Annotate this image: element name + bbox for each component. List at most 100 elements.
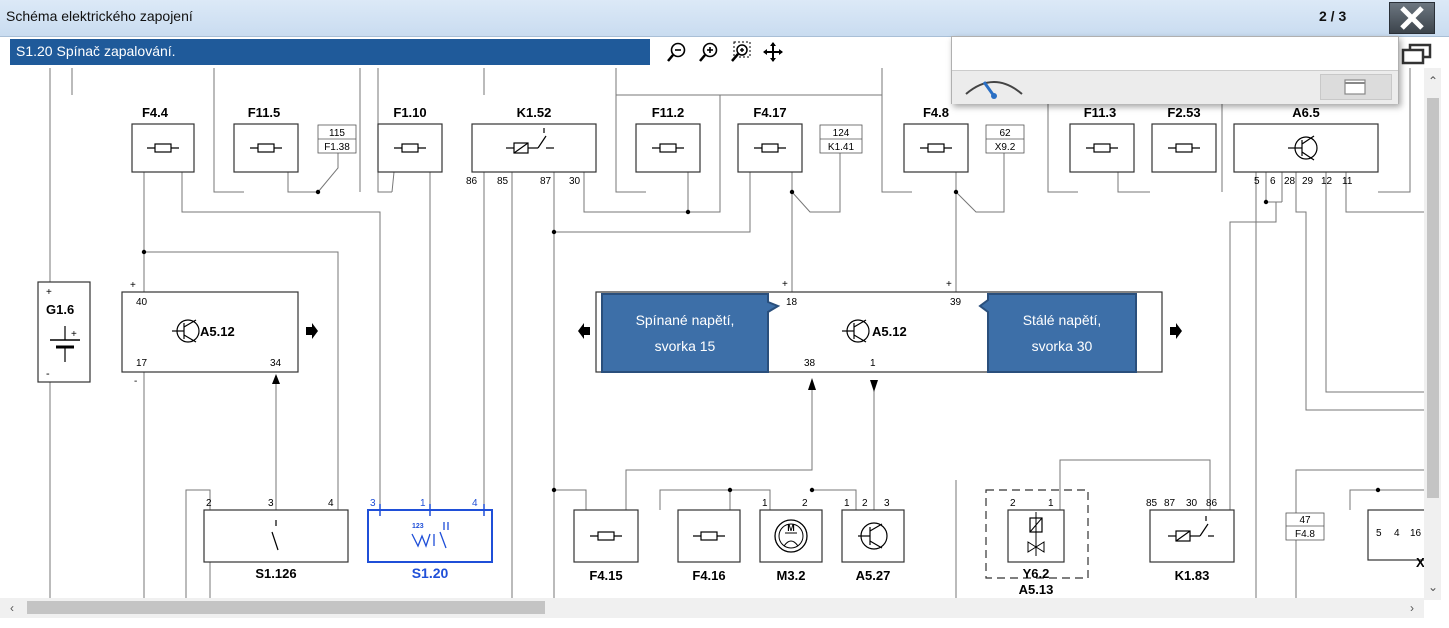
transistor-symbol-a65 xyxy=(1288,135,1318,161)
pin-a65-29: 29 xyxy=(1302,176,1314,187)
module-a512-left: A5.12 40 17 34 + - xyxy=(121,280,318,387)
pin-a512-plus: + xyxy=(130,280,136,291)
s120-position-numbers: 123 xyxy=(412,523,424,530)
pin-a512c-plus2: + xyxy=(946,279,952,290)
restore-window-icon xyxy=(1401,43,1432,65)
pin-a512c-1: 1 xyxy=(870,358,876,369)
ref-62: 62 xyxy=(999,128,1011,139)
pin-a65-28: 28 xyxy=(1284,176,1296,187)
fuse-symbols xyxy=(147,143,1200,153)
label-x: X xyxy=(1416,555,1425,570)
scroll-up-icon[interactable]: ⌃ xyxy=(1428,74,1439,88)
label-f48: F4.8 xyxy=(923,105,949,120)
vertical-scrollbar-thumb[interactable] xyxy=(1427,98,1439,498)
pin-a65-11: 11 xyxy=(1342,176,1353,187)
pin-a512-34: 34 xyxy=(270,358,282,369)
pin-x-5: 5 xyxy=(1376,528,1382,539)
ref-x92: X9.2 xyxy=(995,142,1016,153)
popup-window-button[interactable] xyxy=(1320,74,1392,100)
pin-a65-5: 5 xyxy=(1254,176,1260,187)
pin-s120-1: 1 xyxy=(420,498,426,509)
ref-115: 115 xyxy=(329,128,345,139)
pan-icon xyxy=(763,42,783,62)
ref-f48: F4.8 xyxy=(1295,529,1315,540)
overview-popup xyxy=(951,36,1399,104)
label-g16: G1.6 xyxy=(46,302,74,317)
switch-s120-highlighted: 3 1 4 123 S1.20 xyxy=(367,498,493,581)
zoom-in-button[interactable] xyxy=(698,41,720,63)
pin-a527-1: 1 xyxy=(844,498,850,509)
pan-button[interactable] xyxy=(762,41,784,63)
pin-k183-30: 30 xyxy=(1186,498,1198,509)
partial-component-x: 5 4 16 X xyxy=(1367,509,1429,570)
pin-s1126-4: 4 xyxy=(328,498,334,509)
ref-124: 124 xyxy=(833,128,850,139)
zoom-out-button[interactable] xyxy=(666,41,688,63)
window-title: Schéma elektrického zapojení xyxy=(6,8,193,24)
pin-k183-87: 87 xyxy=(1164,498,1176,509)
label-f112: F11.2 xyxy=(652,105,685,120)
label-a513: A5.13 xyxy=(1019,582,1054,597)
label-f113: F11.3 xyxy=(1084,105,1117,120)
fuse-f416: F4.16 xyxy=(677,509,741,583)
battery-g16: + G1.6 + - xyxy=(37,281,91,383)
pin-m32-1: 1 xyxy=(762,498,768,509)
zoom-fit-button[interactable] xyxy=(730,41,752,63)
close-icon xyxy=(1400,6,1424,30)
label-a512-center: A5.12 xyxy=(872,324,907,339)
wiring-diagram: F4.4 F11.5 F1.10 K1.52 F11.2 F4.17 F4.8 … xyxy=(37,68,1429,600)
label-f110: F1.10 xyxy=(393,105,426,120)
battery-minus: - xyxy=(46,368,50,380)
motor-symbol-letter: M xyxy=(787,523,795,533)
pin-s120-4: 4 xyxy=(472,498,478,509)
title-bar: Schéma elektrického zapojení 2 / 3 xyxy=(0,0,1449,37)
pin-a512-40: 40 xyxy=(136,297,148,308)
page-indicator: 2 / 3 xyxy=(1319,8,1347,24)
zoom-out-icon xyxy=(667,42,686,62)
fuse-f415: F4.15 xyxy=(573,509,639,583)
pin-a527-3: 3 xyxy=(884,498,890,509)
callout-permanent-voltage: Stálé napětí, svorka 30 xyxy=(978,293,1137,373)
pin-a512c-39: 39 xyxy=(950,297,962,308)
battery-plus-small: + xyxy=(71,329,77,340)
pin-a527-2: 2 xyxy=(862,498,868,509)
label-m32: M3.2 xyxy=(777,568,806,583)
horizontal-scrollbar-thumb[interactable] xyxy=(27,601,545,614)
pin-k152-30: 30 xyxy=(569,176,581,187)
callout-switched-voltage: Spínané napětí, svorka 15 xyxy=(601,293,781,373)
label-k183: K1.83 xyxy=(1175,568,1210,583)
label-f417: F4.17 xyxy=(753,105,786,120)
label-a65: A6.5 xyxy=(1292,105,1319,120)
pin-y62-2: 2 xyxy=(1010,498,1016,509)
callout-left-line2: svorka 15 xyxy=(655,338,716,354)
pin-s1126-2: 2 xyxy=(206,498,212,509)
pin-a65-12: 12 xyxy=(1321,176,1333,187)
scroll-right-icon[interactable]: › xyxy=(1410,601,1414,615)
pin-k152-86: 86 xyxy=(466,176,478,187)
scroll-down-icon[interactable]: ⌄ xyxy=(1428,580,1439,594)
pin-a65-6: 6 xyxy=(1270,176,1276,187)
relay-symbol-k152 xyxy=(506,128,554,154)
battery-plus-sign: + xyxy=(46,287,52,298)
callout-right-line2: svorka 30 xyxy=(1032,338,1093,354)
scroll-left-icon[interactable]: ‹ xyxy=(10,601,14,615)
close-button[interactable] xyxy=(1389,2,1435,34)
label-s1126: S1.126 xyxy=(255,566,296,581)
pin-m32-2: 2 xyxy=(802,498,808,509)
label-a512-left: A5.12 xyxy=(200,324,235,339)
ref-k141: K1.41 xyxy=(828,142,855,153)
gauge-icon[interactable] xyxy=(958,74,1028,100)
pin-k152-87: 87 xyxy=(540,176,552,187)
label-s120: S1.20 xyxy=(412,565,449,581)
schematic-subtitle: S1.20 Spínač zapalování. xyxy=(16,43,176,59)
zoom-in-icon xyxy=(699,42,718,62)
pin-y62-1: 1 xyxy=(1048,498,1054,509)
pin-k183-86: 86 xyxy=(1206,498,1218,509)
valve-y62: 2 1 Y6.2 A5.13 xyxy=(985,489,1089,597)
relay-k183: 85 87 30 86 K1.83 xyxy=(1146,498,1235,583)
label-a527: A5.27 xyxy=(856,568,891,583)
pin-a512-17: 17 xyxy=(136,358,148,369)
pin-x-16: 16 xyxy=(1410,528,1422,539)
restore-window-button[interactable] xyxy=(1400,42,1434,66)
label-f44: F4.4 xyxy=(142,105,169,120)
